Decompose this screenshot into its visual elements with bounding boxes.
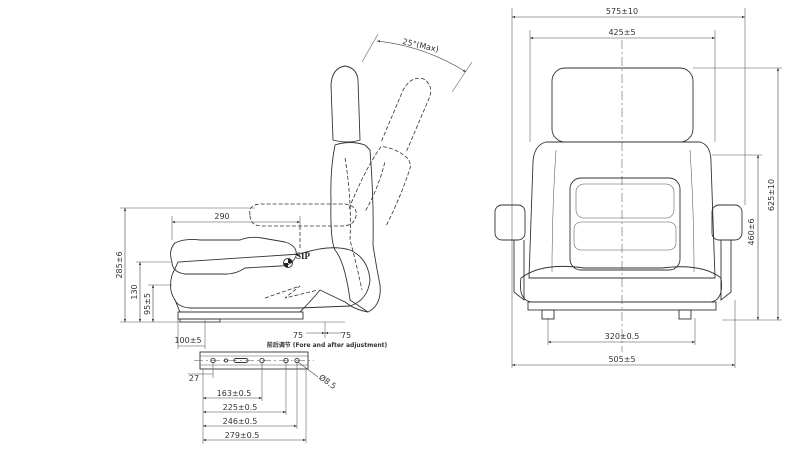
backrest-height-label: 460±6 (747, 218, 756, 245)
headrest-front (551, 67, 694, 143)
backrest-side (330, 142, 381, 313)
armrest-support-left (513, 240, 525, 301)
mounting-hole (259, 357, 265, 364)
mount-foot-left (541, 309, 555, 320)
mounting-hole (223, 358, 229, 363)
mounting-hole (210, 357, 216, 364)
backrest-panel-lower (573, 221, 677, 251)
armrest-height-label: 130 (130, 284, 139, 299)
seat-cushion-front (520, 265, 722, 303)
side-view: 25°(Max) SIP 290 (115, 33, 473, 349)
armrest-side (170, 236, 297, 275)
sip-icon (283, 258, 293, 268)
slider-handle (179, 318, 221, 323)
mounting-hole (283, 357, 289, 364)
hole-spacing-3-label: 246±0.5 (223, 417, 258, 426)
mounting-hole (294, 357, 300, 364)
recline-angle-label: 25°(Max) (402, 37, 440, 54)
adjust-caption: 前后调节 (Fore and after adjustment) (267, 341, 388, 349)
sip-label: SIP (296, 251, 311, 261)
rail-length-label: 279±0.5 (225, 431, 260, 440)
mounting-width-label: 320±0.5 (605, 332, 640, 341)
mount-foot-right (678, 309, 692, 320)
armrest-raised-outline (249, 203, 357, 227)
seat-frame-side (174, 289, 369, 313)
reclined-headrest-outline (381, 77, 432, 153)
backrest-front (528, 141, 716, 279)
hole-diameter-leader (297, 361, 319, 378)
backrest-panel (569, 177, 681, 271)
reclined-backrest (348, 77, 432, 227)
edge-offset-label: 27 (189, 374, 199, 383)
armrest-length-label: 290 (214, 212, 229, 221)
overall-width-label: 575±10 (606, 7, 638, 16)
hole-spacing-1-label: 163±0.5 (217, 389, 252, 398)
headrest-side (330, 65, 361, 143)
backrest-side-bolster-left (551, 149, 557, 273)
recline-angle-arc (376, 40, 467, 73)
frame-bracket (264, 285, 319, 299)
overall-height-label: 625±10 (767, 179, 776, 211)
slider-rail-side (177, 311, 304, 320)
front-offset-label: 100±5 (174, 336, 201, 345)
seat-cushion-side (170, 247, 371, 309)
reclined-backrest-outline (348, 145, 412, 227)
adjust-forward-label: 75 (293, 331, 303, 340)
total-height-label: 285±6 (115, 251, 124, 278)
backrest-width-label: 425±5 (608, 28, 635, 37)
rail-slot (233, 358, 249, 363)
armrest-right-front (711, 204, 743, 241)
armrest-left-front (494, 204, 526, 241)
backrest-side-contour (344, 157, 363, 291)
cushion-height-label: 95±5 (143, 293, 152, 315)
hole-spacing-2-label: 225±0.5 (223, 403, 258, 412)
hole-diameter-label: Ø8.5 (317, 372, 338, 391)
backrest-panel-upper (575, 183, 675, 219)
adjust-backward-label: 75 (341, 331, 351, 340)
base-width-label: 505±5 (608, 355, 635, 364)
seat-base-front (527, 301, 717, 311)
front-view: 575±10 425±5 320±0.5 505±5 625±10 460±6 (494, 7, 782, 368)
rail-plan-view: 27 163±0.5 225±0.5 246±0.5 279±0.5 Ø8.5 (188, 351, 338, 444)
extension-line (361, 33, 379, 63)
reclined-backrest-contour (365, 162, 386, 211)
extension-line (451, 61, 473, 93)
backrest-side-bolster-right (689, 149, 695, 273)
armrest-support-right (720, 240, 732, 301)
